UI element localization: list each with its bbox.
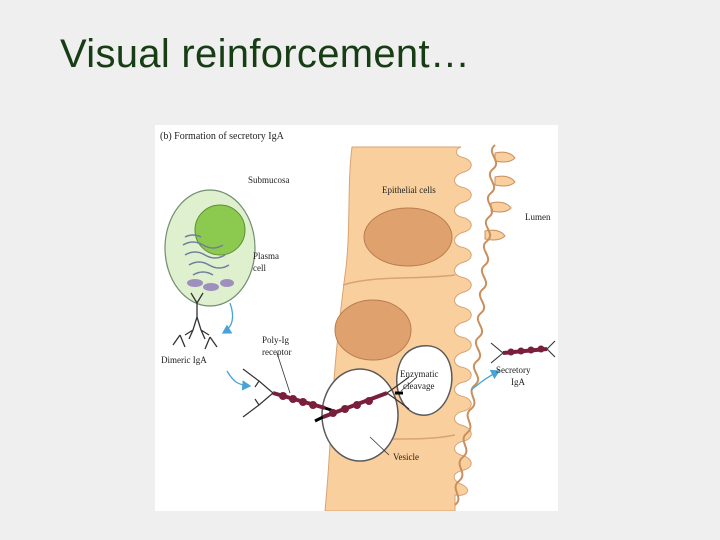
label-secretory: Secretory	[496, 365, 531, 375]
label-plasma: Plasma	[253, 251, 279, 261]
vesicle-left	[321, 368, 399, 462]
label-poly-ig: Poly-Ig	[262, 335, 290, 345]
lumen-boundary	[454, 144, 498, 506]
label-lumen: Lumen	[525, 212, 551, 222]
cleavage-leader	[400, 376, 418, 392]
secretion-arrow	[221, 302, 234, 334]
plasma-cell-nucleus	[194, 204, 246, 256]
epithelial-nucleus-top	[363, 207, 453, 267]
label-iga: IgA	[511, 377, 525, 387]
slide-title: Visual reinforcement…	[60, 32, 471, 76]
vesicle-right	[396, 345, 453, 416]
vesicle-complex	[314, 376, 410, 423]
panel-title: (b) Formation of secretory IgA	[160, 131, 285, 142]
plasma-cell	[164, 189, 256, 307]
cell-boundary-1	[342, 274, 456, 286]
label-receptor: receptor	[262, 347, 291, 357]
label-cleavage: cleavage	[403, 381, 434, 391]
label-cell: cell	[253, 263, 266, 273]
label-submucosa: Submucosa	[248, 175, 290, 185]
secretory-iga-molecule	[490, 340, 556, 364]
poly-ig-leader	[276, 352, 291, 394]
vesicle-leader	[369, 436, 390, 456]
label-enzymatic: Enzymatic	[400, 369, 438, 379]
epithelial-nucleus-bottom	[334, 299, 412, 361]
iga-diagram: (b) Formation of secretory IgA Submucosa…	[155, 125, 558, 511]
dimeric-iga-molecule	[172, 292, 218, 350]
release-arrow	[470, 369, 501, 391]
label-epithelial-cells: Epithelial cells	[382, 185, 436, 195]
label-dimeric-iga: Dimeric IgA	[161, 355, 207, 365]
label-vesicle: Vesicle	[393, 452, 419, 462]
transport-arrow	[226, 370, 252, 391]
receptor-bound-iga	[242, 368, 274, 418]
